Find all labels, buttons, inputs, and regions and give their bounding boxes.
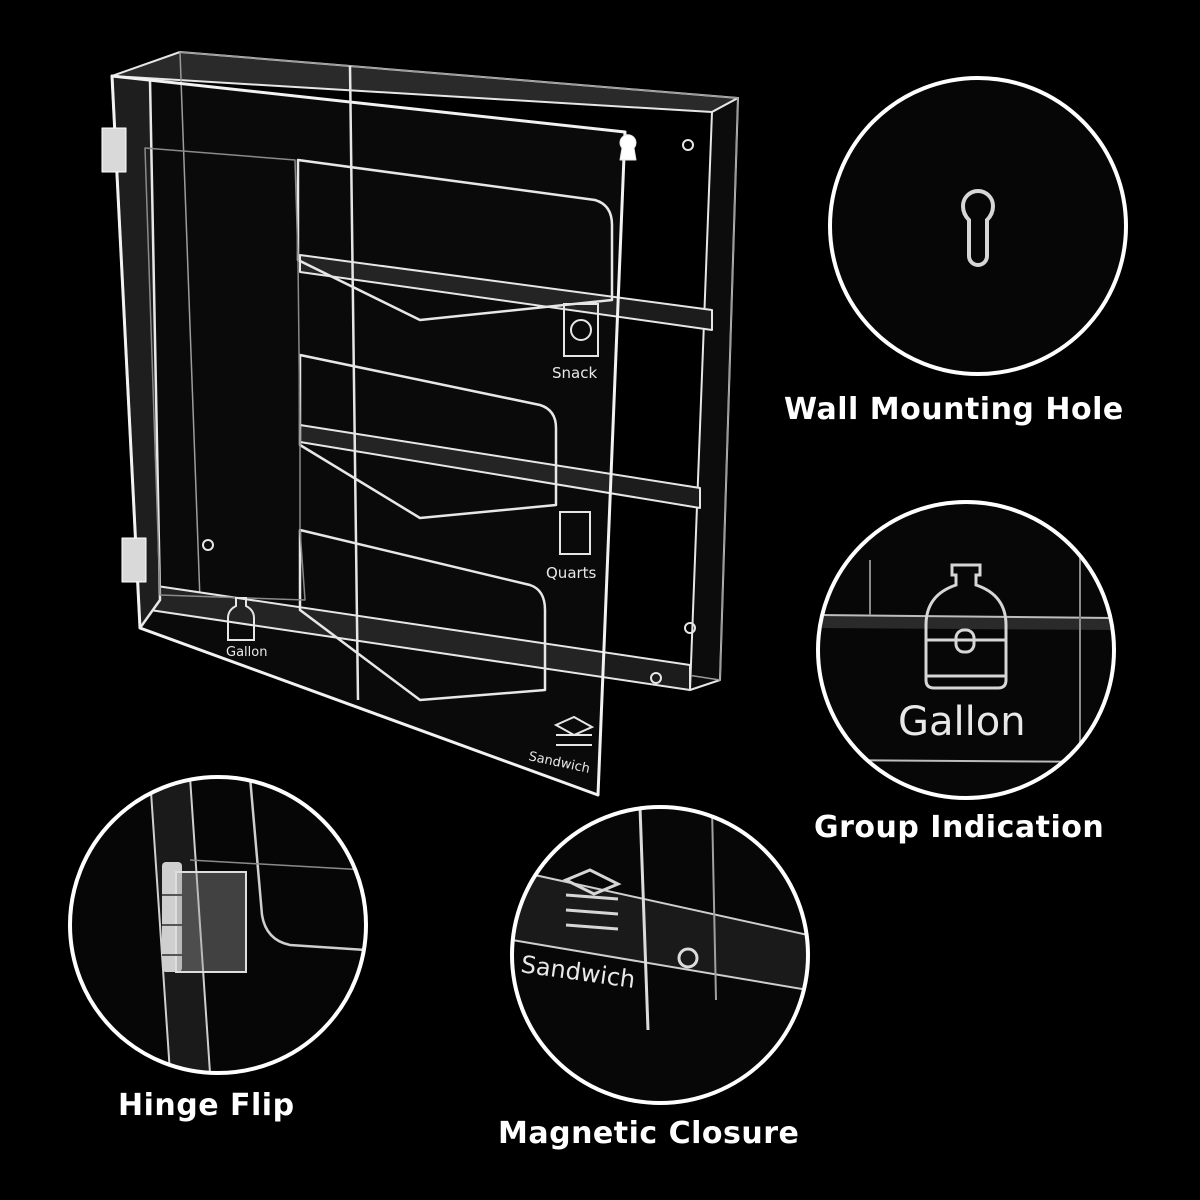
caption-wall-mounting-hole: Wall Mounting Hole bbox=[784, 392, 1124, 427]
hinge-icon bbox=[162, 862, 247, 973]
callout-wall-mounting-hole bbox=[828, 76, 1128, 376]
bag-opening-middle bbox=[298, 353, 558, 520]
group-indication-etched-label: Gallon bbox=[898, 699, 1026, 745]
door-divider bbox=[348, 65, 360, 701]
bag-opening-bottom bbox=[298, 528, 547, 702]
caption-hinge-flip: Hinge Flip bbox=[118, 1088, 295, 1123]
callout-magnetic-closure: Sandwich bbox=[510, 805, 810, 1105]
cabinet-front-door bbox=[110, 74, 627, 797]
cabinet-right-side bbox=[689, 97, 739, 691]
caption-group-indication: Group Indication bbox=[814, 810, 1105, 845]
screw-dot-icon bbox=[684, 622, 696, 634]
bottom-hinge-icon bbox=[121, 537, 147, 583]
top-hinge-icon bbox=[101, 127, 127, 173]
screw-dot-icon bbox=[650, 672, 662, 684]
gallon-jug-icon bbox=[227, 597, 255, 641]
compartment-label-quarts: Quarts bbox=[546, 564, 597, 582]
cabinet-back bbox=[179, 51, 739, 681]
door-window bbox=[144, 147, 306, 601]
caption-magnetic-closure: Magnetic Closure bbox=[498, 1116, 800, 1151]
compartment-label-snack: Snack bbox=[552, 364, 597, 382]
sandwich-icon bbox=[553, 715, 595, 746]
gallon-jug-icon bbox=[924, 563, 1008, 690]
keyhole-icon bbox=[960, 189, 996, 267]
acrylic-bag-organizer bbox=[101, 51, 739, 797]
keyhole-icon bbox=[619, 134, 637, 161]
snack-icon bbox=[563, 303, 599, 357]
sandwich-icon bbox=[562, 868, 622, 931]
compartment-labels: Snack Quarts Gallon Sandwich bbox=[226, 303, 599, 777]
compartment-label-gallon: Gallon bbox=[226, 645, 267, 660]
magnet-dot-icon bbox=[202, 539, 214, 551]
shelf-top bbox=[299, 254, 713, 331]
bag-opening-top bbox=[296, 158, 614, 322]
screw-dot-icon bbox=[682, 139, 694, 151]
magnet-dot-icon bbox=[677, 947, 699, 969]
snack-icon bbox=[570, 319, 592, 341]
quarts-icon bbox=[559, 511, 591, 555]
callout-hinge-flip bbox=[68, 775, 368, 1075]
callout-group-indication: Gallon bbox=[816, 500, 1116, 800]
